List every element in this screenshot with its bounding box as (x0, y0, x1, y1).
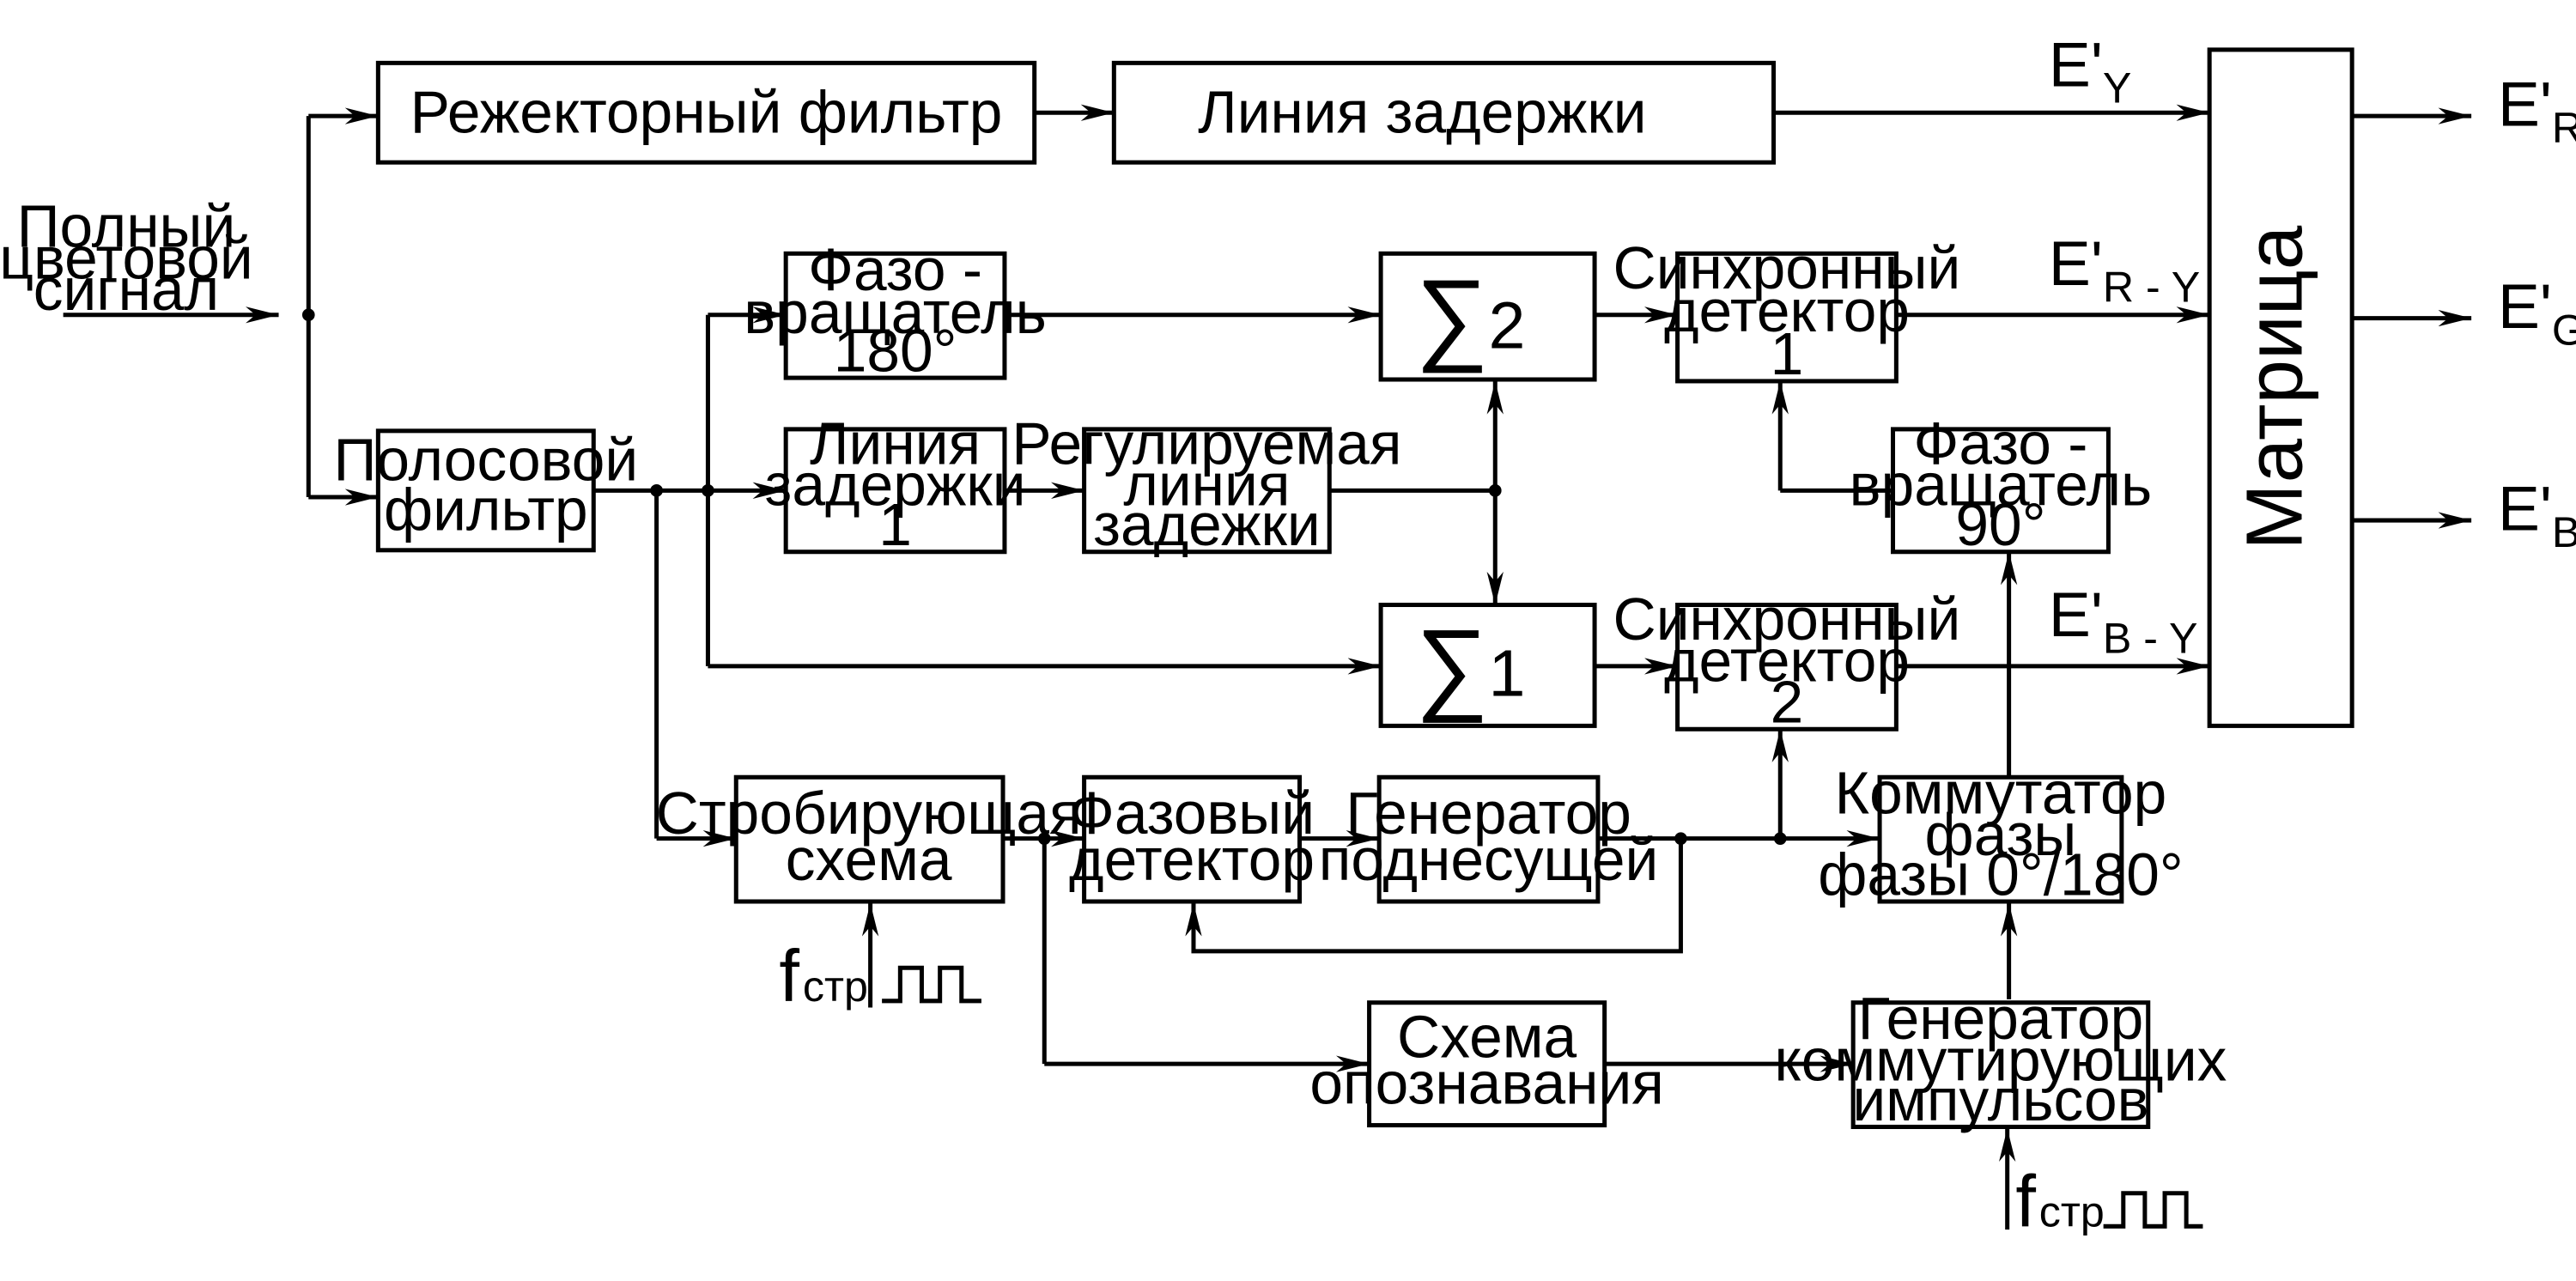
delay-line-label: Линия задержки (1198, 78, 1646, 145)
adj-delay-label-1: Регулируемая (1012, 410, 1401, 477)
input-label: Полный цветовой сигнал (0, 193, 253, 323)
ident-label-1: Схема (1397, 1003, 1577, 1070)
sum1-symbol: ∑ (1415, 609, 1488, 723)
junction-dot (1037, 832, 1051, 845)
junction-dot (301, 308, 315, 322)
ident-label-2: опознавания (1309, 1049, 1664, 1116)
phase90-label-2: вращатель (1850, 452, 2153, 519)
gate-label-2: схема (786, 826, 952, 893)
pulse-train-icon (882, 965, 981, 1004)
phase-shifter-90-block: Фазо - вращатель 90° (1850, 410, 2153, 558)
commutator-label-3: фазы 0°/180° (1818, 841, 2184, 908)
junction-dot (702, 483, 714, 497)
notch-filter-label: Режекторный фильтр (410, 78, 1003, 145)
pulse-train-icon (2103, 1191, 2203, 1229)
sync2-label-2: детектор (1664, 627, 1910, 694)
phase180-label-3: 180° (834, 317, 957, 384)
sum2-index: 2 (1489, 288, 1526, 362)
matrix-label: Матрица (2230, 225, 2319, 549)
junction-dot (650, 483, 663, 497)
sync1-label-1: Синхронный (1613, 234, 1961, 301)
junction-dot (1488, 483, 1502, 497)
sync2-label-1: Синхронный (1613, 586, 1961, 653)
delay1-label-2: задержки (765, 452, 1026, 519)
ery-label: E'R - Y (2049, 228, 2200, 311)
commutator-label-1: Коммутатор (1835, 760, 2167, 827)
delay-line-1-block: Линия задержки 1 (765, 410, 1026, 558)
input-label-1: Полный (17, 193, 236, 260)
bandpass-label-1: Полосовой (333, 427, 638, 494)
phase-commutator-block: Коммутатор фазы фазы 0°/180° (1818, 760, 2184, 908)
sync2-label-3: 2 (1771, 669, 1804, 736)
switch-gen-label-3: импульсов (1852, 1066, 2148, 1133)
subcarrier-label-2: поднесущей (1319, 826, 1659, 893)
adj-delay-label-3: задежки (1093, 491, 1321, 558)
phase90-label-3: 90° (1955, 491, 2045, 558)
phase-det-label-1: Фазовый (1069, 780, 1315, 847)
commutator-label-2: фазы (1925, 801, 2077, 868)
notch-filter-block: Режекторный фильтр (375, 60, 1037, 165)
delay-line-block: Линия задержки (1111, 60, 1777, 165)
sync1-label-2: детектор (1664, 277, 1910, 344)
subcarrier-label-1: Генератор (1346, 780, 1631, 847)
bandpass-filter-block: Полосовой фильтр (333, 427, 638, 553)
sync-detector-2-block: Синхронный детектор 2 (1613, 586, 1961, 736)
identification-circuit-block: Схема опознавания (1309, 1000, 1664, 1128)
input-label-2: цветовой (0, 224, 253, 291)
phase180-label-1: Фазо - (808, 236, 982, 303)
connections (63, 104, 2472, 1230)
summer-2-block: ∑ 2 (1378, 251, 1597, 382)
junction-dot (1674, 832, 1687, 845)
sync-detector-1-block: Синхронный детектор 1 (1613, 234, 1961, 387)
eg-label: E'G (2498, 271, 2576, 354)
input-label-3: сигнал (33, 256, 219, 323)
matrix-block: Матрица (2207, 47, 2354, 728)
delay1-label-1: Линия (810, 410, 981, 477)
switch-gen-label-1: Генератор (1858, 985, 2144, 1052)
junction-dot (1773, 832, 1787, 845)
sum1-index: 1 (1489, 637, 1526, 711)
phase-detector-block: Фазовый детектор (1069, 774, 1315, 904)
switching-pulse-generator-block: Генератор коммутирующих импульсов (1775, 985, 2227, 1133)
er-label: E'R (2498, 70, 2576, 152)
eb-label: E'B (2498, 474, 2576, 556)
adj-delay-label-2: линия (1123, 452, 1290, 519)
phase-shifter-180-block: Фазо - вращатель 180° (744, 236, 1047, 385)
ey-label: E'Y (2049, 29, 2131, 112)
phase-det-label-2: детектор (1069, 826, 1315, 893)
bandpass-label-2: фильтр (384, 477, 588, 543)
phase90-label-1: Фазо - (1914, 410, 2088, 477)
phase180-label-2: вращатель (744, 279, 1047, 346)
eby-label: E'B - Y (2049, 580, 2198, 662)
adjustable-delay-block: Регулируемая линия задежки (1012, 410, 1401, 558)
summer-1-block: ∑ 1 (1378, 602, 1597, 728)
switch-gen-label-2: коммутирующих (1775, 1026, 2227, 1093)
feedback-line (1185, 838, 1683, 954)
subcarrier-generator-block: Генератор поднесущей (1319, 774, 1659, 904)
junction-dots (301, 308, 1787, 845)
gating-circuit-block: Стробирующая схема (656, 774, 1082, 904)
delay1-label-3: 1 (878, 491, 912, 558)
sum2-symbol: ∑ (1415, 259, 1488, 373)
sync1-label-3: 1 (1771, 320, 1804, 387)
gate-label-1: Стробирующая (656, 780, 1082, 847)
